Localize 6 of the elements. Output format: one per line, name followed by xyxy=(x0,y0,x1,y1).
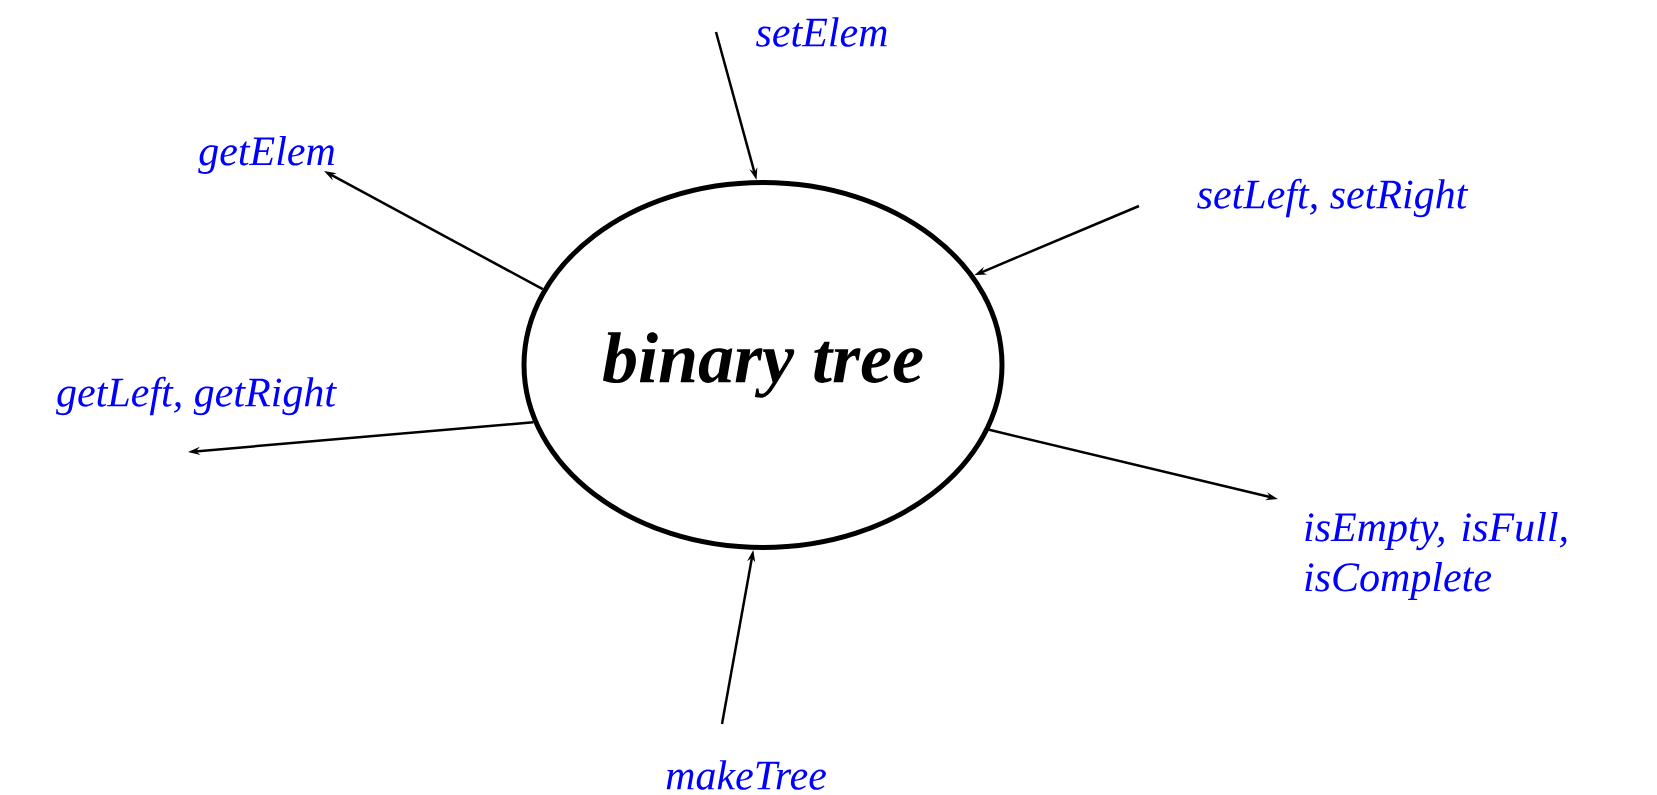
method-label: getLeft, getRight xyxy=(56,376,337,416)
method-label: getElem xyxy=(198,135,335,175)
method-label: isEmpty, isFull, isComplete xyxy=(1305,511,1567,601)
method-label: setLeft, setRight xyxy=(1197,178,1469,218)
method-label: setElem xyxy=(756,17,887,47)
method-label: makeTree xyxy=(666,760,826,790)
